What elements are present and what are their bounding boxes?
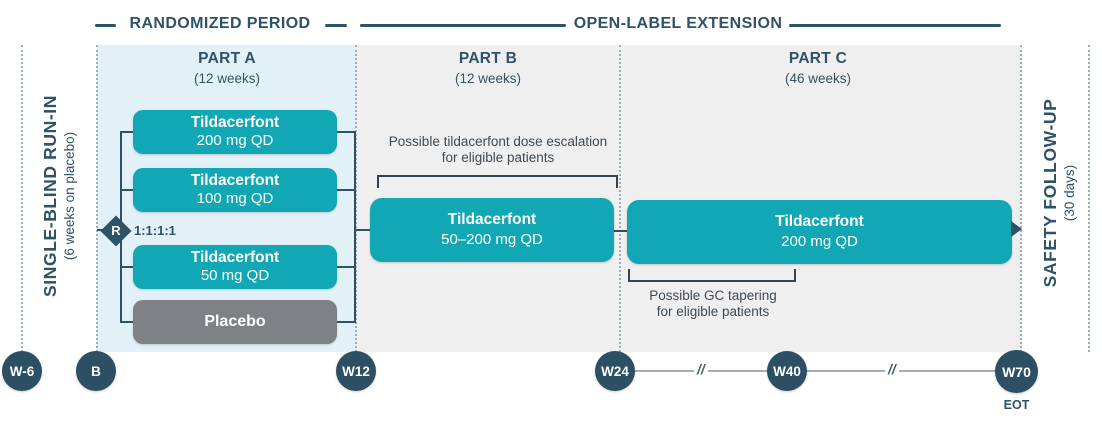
run-in-title: SINGLE-BLIND RUN-IN — [39, 95, 60, 297]
arrow-right-icon — [1011, 221, 1022, 237]
safety-follow-up-subtitle: (30 days) — [1061, 164, 1077, 222]
connector-stub-arm1-right — [337, 131, 356, 133]
connector-right-bracket — [354, 131, 356, 323]
dotted-line-right-edge — [1088, 45, 1090, 352]
arm-tildacerfont-50: Tildacerfont 50 mg QD — [133, 245, 337, 289]
connector-stub-arm2-left — [120, 189, 133, 191]
open-label-line-left — [360, 24, 566, 27]
timeline-marker-w40: W40 — [767, 351, 807, 391]
header-dash-right — [325, 24, 347, 27]
connector-to-part-b — [354, 229, 372, 231]
arm-drug-name: Placebo — [204, 313, 266, 330]
gc-tapering-line1: Possible GC tapering — [649, 288, 777, 303]
arm-drug-name: Tildacerfont — [190, 113, 280, 131]
part-a-label: PART A — [198, 50, 256, 67]
part-c-duration: (46 weeks) — [784, 71, 852, 86]
connector-stub-arm1-left — [120, 131, 133, 133]
part-b-drug-name: Tildacerfont — [447, 211, 537, 229]
timeline-marker-w12: W12 — [336, 351, 376, 391]
dotted-line-w70 — [1020, 45, 1022, 352]
arm-drug-name: Tildacerfont — [190, 171, 280, 189]
connector-stub-placebo-left — [120, 321, 133, 323]
dose-escalation-note: Possible tildacerfont dose escalation fo… — [366, 134, 630, 167]
part-a-duration: (12 weeks) — [193, 71, 261, 86]
single-blind-run-in-label: SINGLE-BLIND RUN-IN (6 weeks on placebo) — [18, 66, 98, 326]
connector-stub-placebo-right — [337, 321, 356, 323]
timeline-line — [615, 370, 1017, 372]
connector-stub-arm2-right — [337, 189, 356, 191]
open-label-line-right — [789, 24, 1001, 27]
randomization-ratio: 1:1:1:1 — [134, 223, 176, 238]
part-c-dose: 200 mg QD — [781, 233, 858, 251]
dose-escalation-bracket — [377, 175, 618, 188]
gc-tapering-bracket — [628, 269, 796, 282]
arm-dose: 50 mg QD — [200, 267, 270, 285]
arm-dose: 100 mg QD — [196, 190, 274, 208]
part-b-label: PART B — [458, 50, 518, 67]
dotted-line-w6 — [21, 45, 23, 352]
timeline-marker-w70: W70 — [995, 350, 1038, 393]
connector-stub-arm3-right — [337, 266, 356, 268]
timeline-break-icon: // — [694, 361, 708, 377]
gc-tapering-line2: for eligible patients — [656, 304, 770, 320]
arm-drug-name: Tildacerfont — [190, 248, 280, 266]
arm-tildacerfont-100: Tildacerfont 100 mg QD — [133, 168, 337, 212]
timeline-marker-baseline: B — [76, 351, 116, 391]
part-c-drug-name: Tildacerfont — [775, 213, 864, 231]
gc-tapering-note: Possible GC tapering for eligible patien… — [613, 288, 813, 321]
dose-escalation-line1: Possible tildacerfont dose escalation — [388, 134, 608, 149]
connector-stub-arm3-left — [120, 266, 133, 268]
randomized-period-title: RANDOMIZED PERIOD — [129, 15, 311, 32]
part-b-treatment-box: Tildacerfont 50–200 mg QD — [370, 198, 614, 262]
dotted-line-w24 — [619, 45, 621, 352]
run-in-subtitle: (6 weeks on placebo) — [61, 131, 77, 261]
part-c-label: PART C — [788, 50, 848, 67]
dotted-line-w12 — [355, 45, 357, 352]
arm-dose: 200 mg QD — [196, 132, 274, 150]
part-b-dose: 50–200 mg QD — [441, 231, 543, 249]
arm-placebo: Placebo — [133, 300, 337, 344]
part-c-treatment-box: Tildacerfont 200 mg QD — [627, 200, 1012, 264]
safety-follow-up-label: SAFETY FOLLOW-UP (30 days) — [1018, 63, 1098, 323]
eot-label: EOT — [1003, 398, 1030, 412]
connector-part-b-to-c — [605, 230, 635, 232]
header-dash-left — [95, 24, 116, 27]
dotted-line-baseline — [96, 45, 98, 352]
safety-follow-up-title: SAFETY FOLLOW-UP — [1039, 98, 1060, 288]
part-b-duration: (12 weeks) — [454, 71, 522, 86]
open-label-extension-title: OPEN-LABEL EXTENSION — [573, 15, 783, 32]
arm-tildacerfont-200: Tildacerfont 200 mg QD — [133, 110, 337, 154]
dose-escalation-line2: for eligible patients — [441, 150, 555, 166]
timeline-marker-w-6: W-6 — [2, 351, 42, 391]
timeline-marker-w24: W24 — [595, 351, 635, 391]
randomization-symbol: R — [111, 223, 121, 238]
timeline-break-icon: // — [885, 361, 899, 377]
